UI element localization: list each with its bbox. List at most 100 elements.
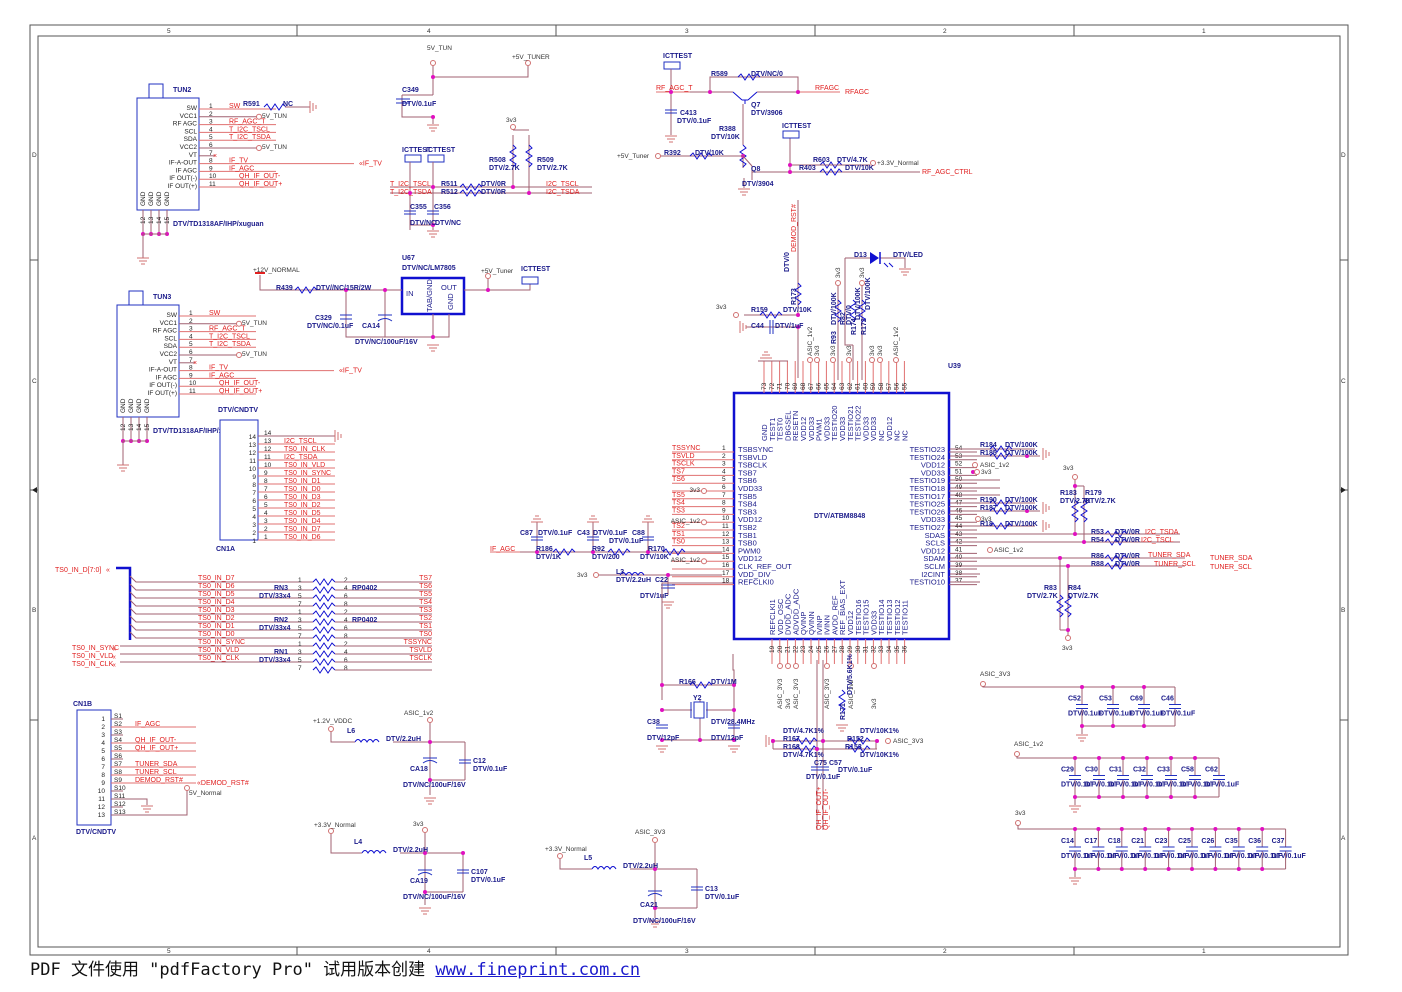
- cap-value: DTV/0.1uF: [1109, 782, 1144, 789]
- connector-pin-number: 8: [101, 772, 105, 779]
- ic-pin-name: DBGSEL: [783, 411, 792, 441]
- ref-r511: R511: [441, 181, 457, 188]
- ic-pin-number: 8: [722, 500, 726, 507]
- port-ts-ctrl: TS0_IN_SYNC: [72, 645, 119, 652]
- tuner-pin-name: RF AGC: [153, 328, 178, 335]
- wire: [111, 790, 188, 816]
- cap-ref: C21: [1131, 838, 1144, 845]
- power-port: [701, 519, 707, 526]
- net-label: ASIC_1v2: [807, 326, 814, 356]
- value-ca14: DTV/NC/100uF/16V: [355, 339, 418, 346]
- ic-pin-number: 21: [785, 645, 792, 653]
- net-label: 3v3: [830, 345, 837, 356]
- ic-pin-number: 33: [878, 645, 885, 653]
- net-label: I2C_TSCL: [284, 438, 317, 445]
- ic-pin-number: 18: [722, 578, 730, 585]
- cap-ref: C69: [1130, 696, 1143, 703]
- ref-r18: R18: [980, 521, 993, 528]
- tuner-pin-number: 3: [189, 326, 193, 333]
- pack-value: DTV/33x4: [259, 625, 291, 632]
- connector-signal: S7: [114, 761, 122, 768]
- net-label: TS0_IN_CLK: [284, 446, 326, 453]
- ref-r152: R152: [847, 736, 864, 743]
- net-label: 5V_TUN: [242, 320, 267, 327]
- net-label: ASIC_3V3: [793, 678, 800, 709]
- tuner-pin-number: 1: [189, 310, 193, 317]
- value-r591: NC: [283, 101, 293, 108]
- net-label: 3v3: [506, 117, 517, 124]
- junction-dot: [1080, 685, 1084, 689]
- connector-pin-number-outer: 1: [264, 534, 268, 541]
- ref-l5: L5: [584, 855, 592, 862]
- bus-entry-wire: [129, 615, 313, 623]
- power-port: [236, 320, 242, 327]
- pack-value: DTV/33x4: [259, 593, 291, 600]
- ic-pin-name: AVDD_REF: [830, 595, 839, 635]
- tuner-pin-number: 4: [209, 126, 213, 133]
- net-label: RF_AGC_T: [229, 119, 266, 126]
- net-label: TS3: [419, 607, 432, 614]
- tuner-gnd-label: GND: [164, 191, 171, 206]
- net-label: TSVLD: [409, 647, 432, 654]
- net-label: ASIC_3V3: [824, 678, 831, 709]
- power-port: [814, 357, 820, 363]
- ic-pin-name: CLK_REF_OUT: [738, 562, 792, 571]
- value-y2: DTV/28.4MHz: [711, 719, 755, 726]
- value-c75: DTV/0.1uF: [806, 774, 841, 781]
- pack-pin-number: 8: [344, 665, 348, 672]
- ref-l4: L4: [354, 839, 362, 846]
- ic-pin-name: VDD12: [846, 611, 855, 635]
- connector-pin-number: 9: [101, 780, 105, 787]
- ref-c356: C356: [434, 204, 451, 211]
- watermark-link[interactable]: www.fineprint.com.cn: [435, 960, 641, 980]
- ic-pin-name: VDD12: [885, 417, 894, 441]
- net-label: TS2: [419, 615, 432, 622]
- value-l3: DTV/2.2uH: [616, 577, 651, 584]
- junction-dot: [1073, 756, 1077, 760]
- junction-dot: [1260, 827, 1265, 831]
- power-port: [830, 357, 836, 363]
- net-label: QH_IF_OUT+: [135, 745, 178, 752]
- junction-dot: [1142, 685, 1146, 689]
- ref-q7: Q7: [751, 102, 760, 109]
- gnd-pin-number: 15: [164, 216, 171, 224]
- ic-pin-number: 57: [886, 382, 893, 390]
- cap-ref: C32: [1133, 767, 1146, 774]
- tuner-pin-name: IF OUT(+): [168, 183, 197, 190]
- net-label: TS0_IN_D2: [198, 615, 235, 622]
- tuner-pin-name: IF OUT(-): [149, 382, 177, 389]
- net-label: 3v3: [981, 469, 992, 476]
- net-label: 3v3: [1062, 645, 1073, 652]
- value-c88: DTV/0.1uF: [609, 538, 644, 545]
- cap-value: DTV/0.1uF: [1248, 853, 1283, 860]
- ic-pin-number: 59: [870, 382, 877, 390]
- testpoint-label: ICTTEST: [663, 53, 693, 60]
- ref-u67: U67: [402, 255, 415, 262]
- cap-ref: C14: [1061, 838, 1074, 845]
- net-label: IF_AGC: [490, 546, 515, 553]
- value-r170: DTV/10K: [640, 554, 669, 561]
- ref-c12: C12: [473, 758, 486, 765]
- junction-dot: [1119, 867, 1124, 871]
- ground-icon: [1075, 734, 1089, 742]
- cap-value: DTV/0.1uF: [1108, 853, 1143, 860]
- cap-value: DTV/0.1uF: [1181, 782, 1216, 789]
- junction-dot: [1073, 827, 1077, 831]
- value-r185: DTV/100K: [1005, 450, 1038, 457]
- ic-pin-name: QVINN: [807, 611, 816, 635]
- net-label: TSVLD: [672, 453, 695, 460]
- port-arrow-icon: «: [106, 567, 110, 574]
- ic-pin-name: TSB2: [738, 523, 757, 532]
- junction-dot: [1236, 827, 1241, 831]
- cap-ref: C35: [1225, 838, 1238, 845]
- junction-dot: [1260, 867, 1265, 871]
- value-r183: DTV/2.7K: [1060, 498, 1091, 505]
- cap-value: DTV/0.1uF: [1061, 853, 1096, 860]
- net-label: TSSYNC: [672, 445, 700, 452]
- cap-ref: C52: [1068, 696, 1081, 703]
- tuner-ref: TUN3: [153, 294, 171, 301]
- ref-r92: R92: [592, 546, 605, 553]
- net-label: TS5: [672, 492, 685, 499]
